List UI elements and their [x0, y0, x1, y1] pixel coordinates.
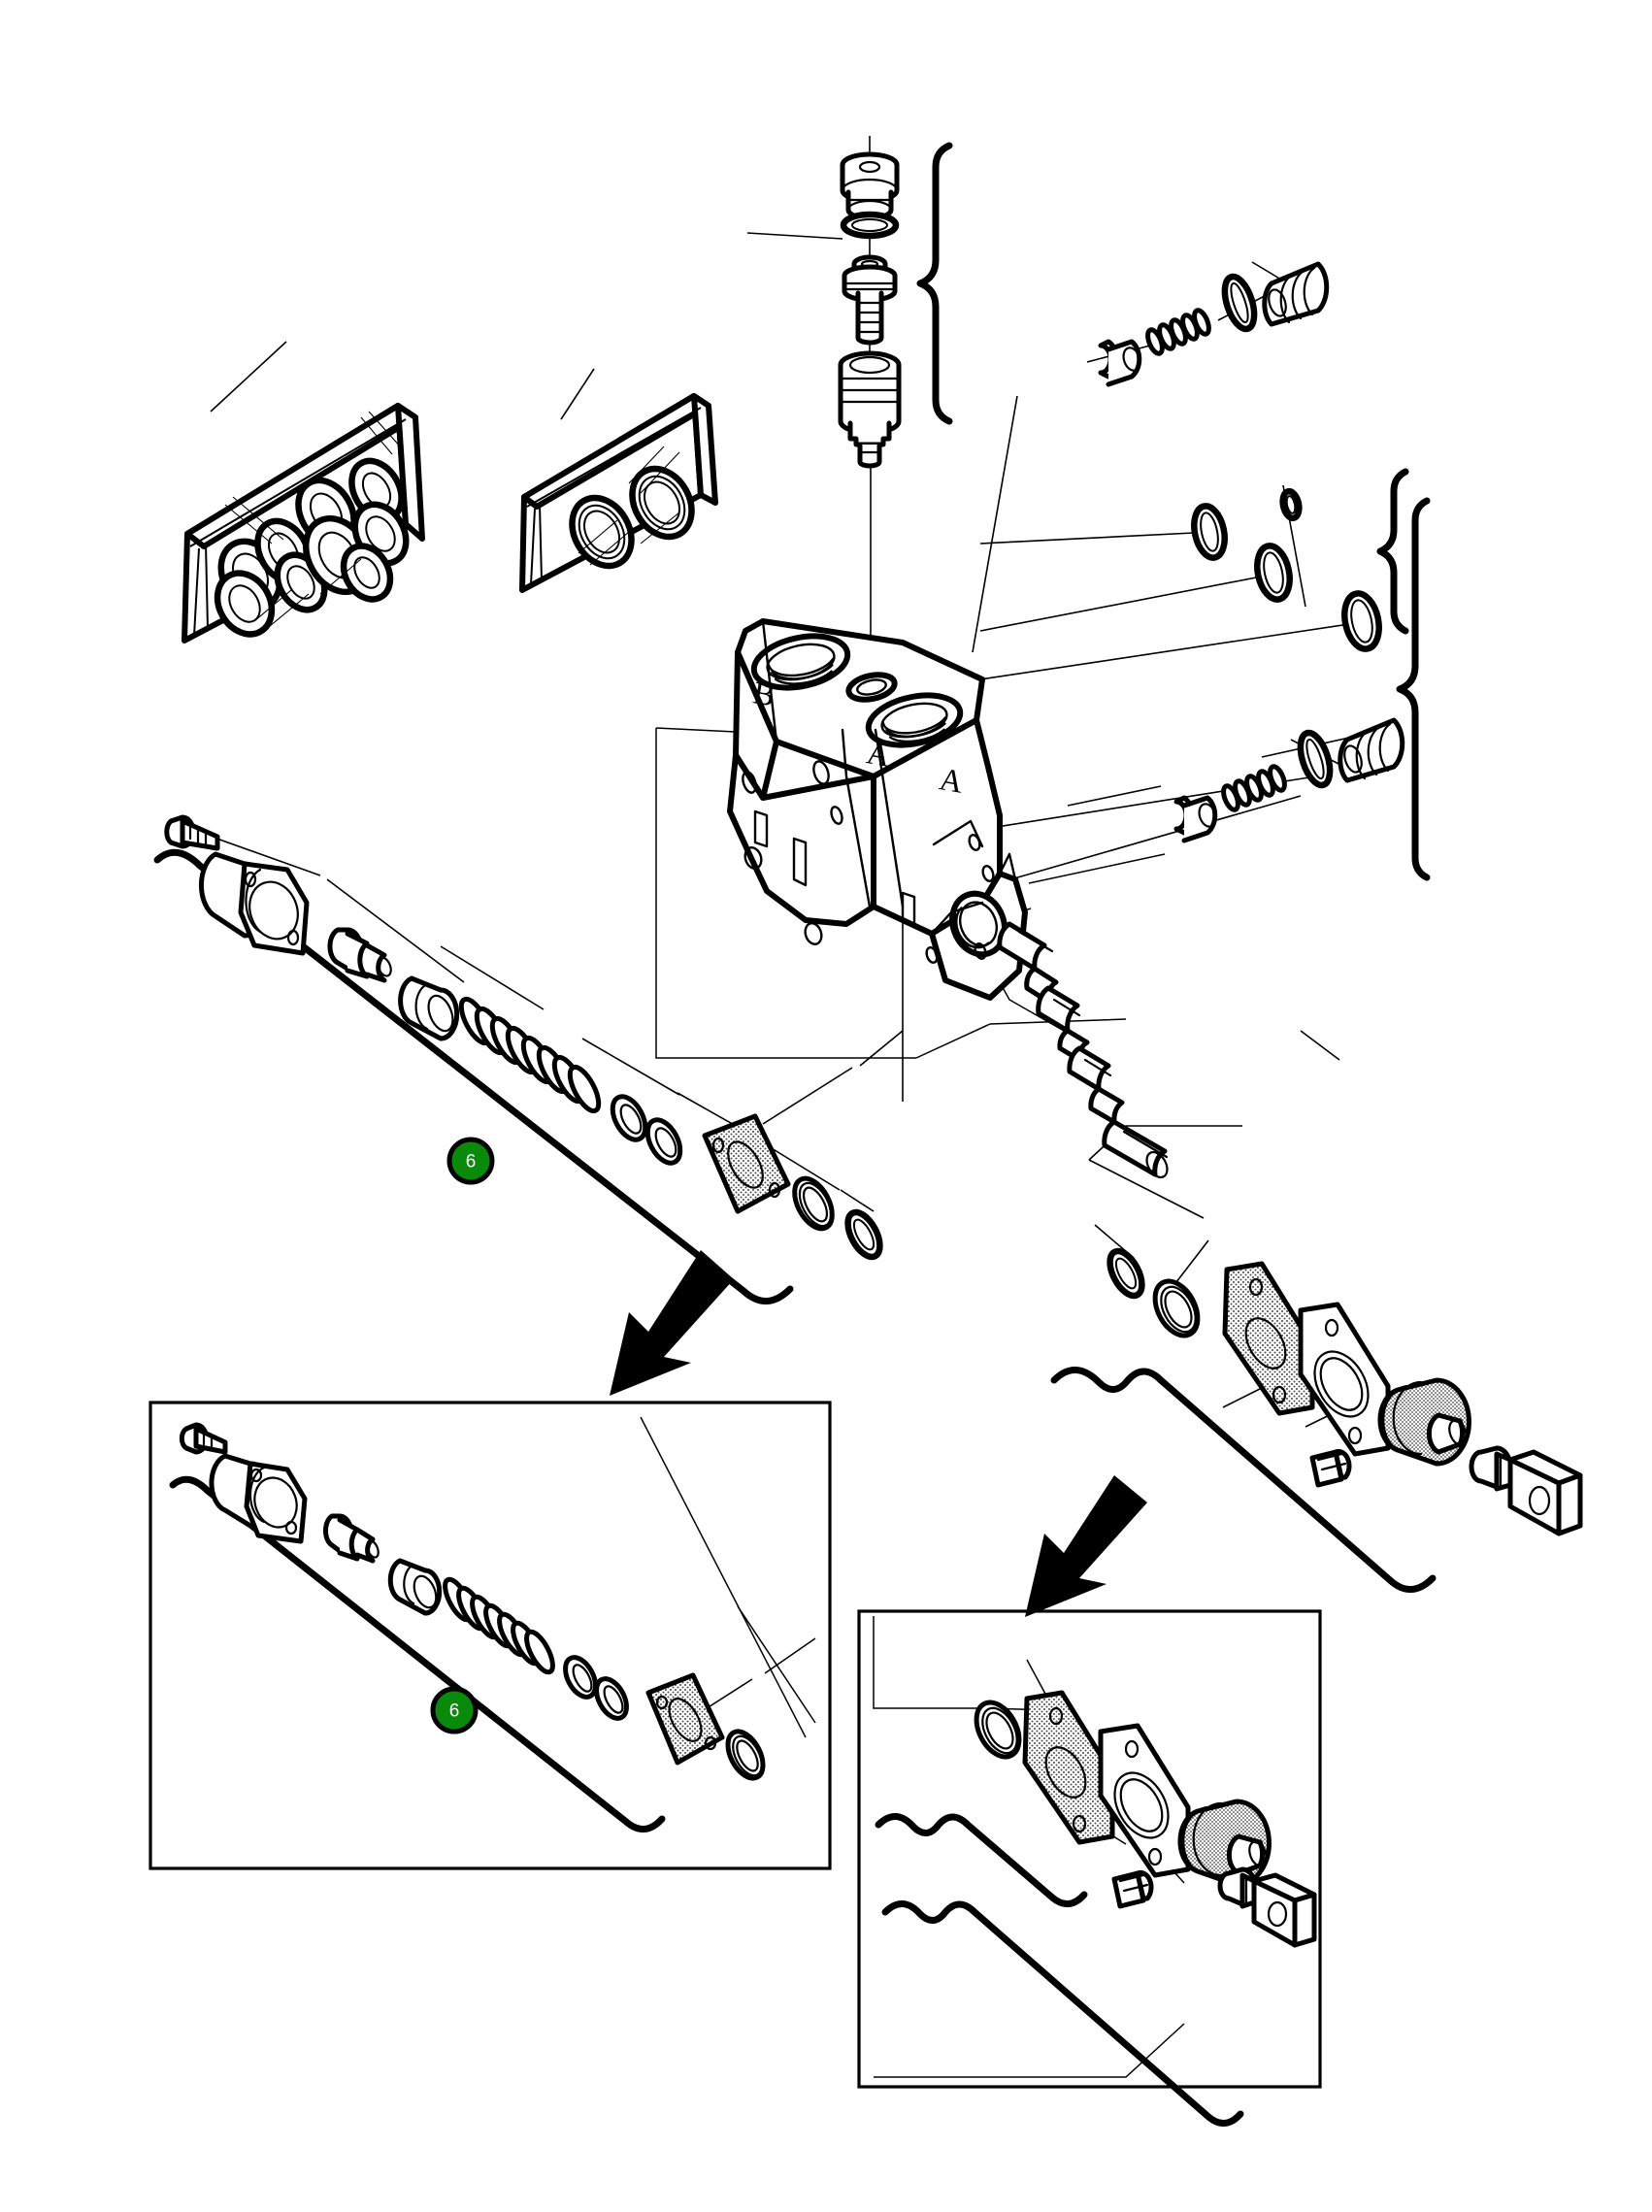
spring-return-end-cap-assembly [153, 814, 883, 1304]
check-valve-poppet-upper [1098, 339, 1142, 387]
inset-spool-cap [322, 1513, 380, 1564]
wiper-seal [1152, 1278, 1201, 1338]
relief-valve-cap [840, 151, 900, 221]
inset-rubber-boot [1177, 1799, 1272, 1888]
inset-flange-bolt [1111, 1869, 1154, 1909]
port-B-boss [750, 633, 851, 691]
o-ring-set [1191, 468, 1409, 652]
inset-guide-bushing [387, 1558, 443, 1616]
inset-retainer-seal [725, 1729, 766, 1781]
spring-washer-1 [610, 1094, 648, 1142]
inset-cap-bolt [179, 1422, 228, 1455]
center-pilot-port [845, 672, 898, 703]
boot-seal-ring [1107, 1247, 1145, 1300]
bag-highlight-hatch-small [578, 446, 680, 566]
inset-gasket-plate [1022, 1690, 1115, 1845]
valve-spool [997, 921, 1169, 1179]
inset-washer-2 [594, 1676, 629, 1721]
inset-return-spring [443, 1576, 555, 1675]
inset-washer-1 [563, 1655, 598, 1700]
callout-number-main: 6 [466, 1152, 477, 1172]
gasket-plate [1222, 1261, 1315, 1416]
outer-seal-ring [844, 1208, 883, 1261]
check-valve-assembly-upper [1098, 261, 1330, 387]
seal-kit-bag-small [519, 393, 718, 593]
rubber-boot [1377, 1377, 1471, 1467]
detail-inset-boot-clevis [857, 1609, 1322, 2127]
check-valve-spring-lower [1221, 764, 1287, 812]
inset-flange-plate [1098, 1723, 1191, 1878]
arrow-to-left-inset [610, 1250, 734, 1396]
check-valve-seat-upper [1221, 273, 1258, 333]
clevis-end [1469, 1445, 1583, 1536]
detail-inset-spring-return: 6 [149, 1401, 832, 1870]
cap-bolt [164, 814, 220, 851]
port-A-boss [865, 692, 964, 748]
relief-valve-cartridge [838, 350, 902, 469]
return-spring [458, 996, 602, 1114]
check-valve-assembly-lower [1173, 497, 1431, 881]
seal-ring-group [214, 457, 410, 638]
flange-boot-clevis-assembly [1050, 1247, 1583, 1593]
seal-kit-bag-large [182, 403, 425, 644]
callout-marker-main[interactable]: 6 [446, 1137, 495, 1185]
check-valve-plug-upper [1262, 261, 1330, 327]
spool-cap [327, 927, 392, 983]
callout-number-inset: 6 [449, 1701, 460, 1722]
arrow-to-right-inset [1025, 1475, 1147, 1617]
inset-end-cap-housing [209, 1453, 308, 1544]
end-cap-housing [198, 851, 310, 956]
check-valve-seat-lower [1297, 729, 1334, 789]
inset-retainer-plate [645, 1672, 725, 1766]
inset-wiper-seal [974, 1700, 1022, 1760]
relief-valve-adjusting-screw [842, 254, 898, 346]
retainer-seal [792, 1175, 835, 1232]
relief-valve-o-ring [840, 211, 900, 240]
relief-valve-cartridge-assembly [838, 142, 953, 469]
control-valve-body: B A A [727, 618, 1028, 1001]
bag-highlight-hatch [224, 411, 403, 632]
flange-bolt [1309, 1448, 1352, 1488]
inset-clevis-end [1217, 1866, 1317, 1948]
spring-washer-2 [644, 1117, 683, 1166]
check-valve-plug-lower [1338, 717, 1405, 783]
check-valve-poppet-lower [1173, 795, 1218, 843]
retainer-plate [702, 1113, 791, 1214]
spring-guide-bushing [398, 975, 460, 1041]
callout-marker-inset[interactable]: 6 [430, 1686, 479, 1734]
flange-plate [1298, 1302, 1391, 1457]
check-valve-spring-upper [1145, 308, 1211, 356]
